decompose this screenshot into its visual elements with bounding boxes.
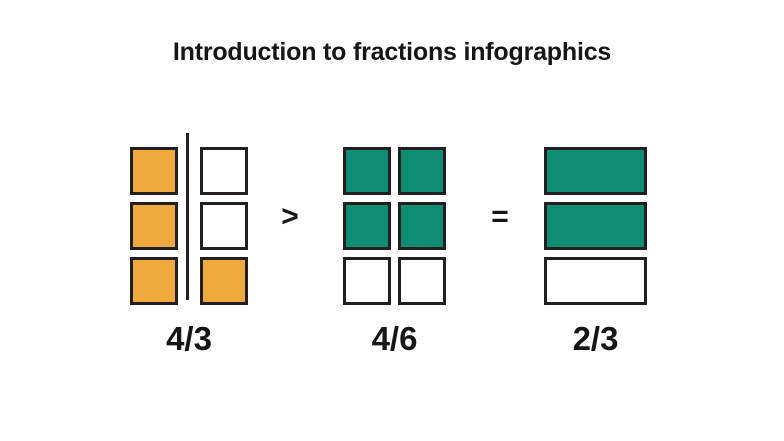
fraction-labels-row: 4/3 4/6 2/3	[0, 316, 784, 362]
fraction-cell	[130, 147, 178, 195]
fraction-cell	[544, 257, 647, 305]
fraction-column-2	[200, 147, 248, 305]
fractions-diagram: > =	[0, 133, 784, 313]
fraction-cell	[343, 147, 391, 195]
fraction-cell	[398, 257, 446, 305]
fraction-cell	[398, 202, 446, 250]
fraction-cell	[544, 202, 647, 250]
fraction-label-four-sixths: 4/6	[371, 320, 418, 357]
fraction-cell	[200, 147, 248, 195]
page-title: Introduction to fractions infographics	[172, 38, 612, 66]
fraction-cell	[343, 202, 391, 250]
fraction-cell	[130, 257, 178, 305]
fraction-cell	[130, 202, 178, 250]
fraction-label-four-thirds: 4/3	[166, 320, 212, 357]
fraction-group-four-sixths	[343, 133, 446, 305]
fraction-column-1	[130, 147, 178, 305]
fraction-cell	[398, 147, 446, 195]
fraction-column-1	[343, 147, 391, 305]
fraction-column-1	[544, 147, 647, 305]
fraction-cell	[343, 257, 391, 305]
whole-divider-line	[186, 133, 189, 300]
fraction-label-two-thirds: 2/3	[572, 320, 619, 357]
fraction-column-2	[398, 147, 446, 305]
operator-equals: =	[491, 199, 509, 233]
fraction-group-two-thirds	[544, 133, 647, 305]
fraction-group-four-thirds	[130, 133, 248, 305]
operator-greater-than: >	[281, 199, 299, 233]
fraction-cell	[200, 257, 248, 305]
fraction-cell	[544, 147, 647, 195]
fraction-cell	[200, 202, 248, 250]
